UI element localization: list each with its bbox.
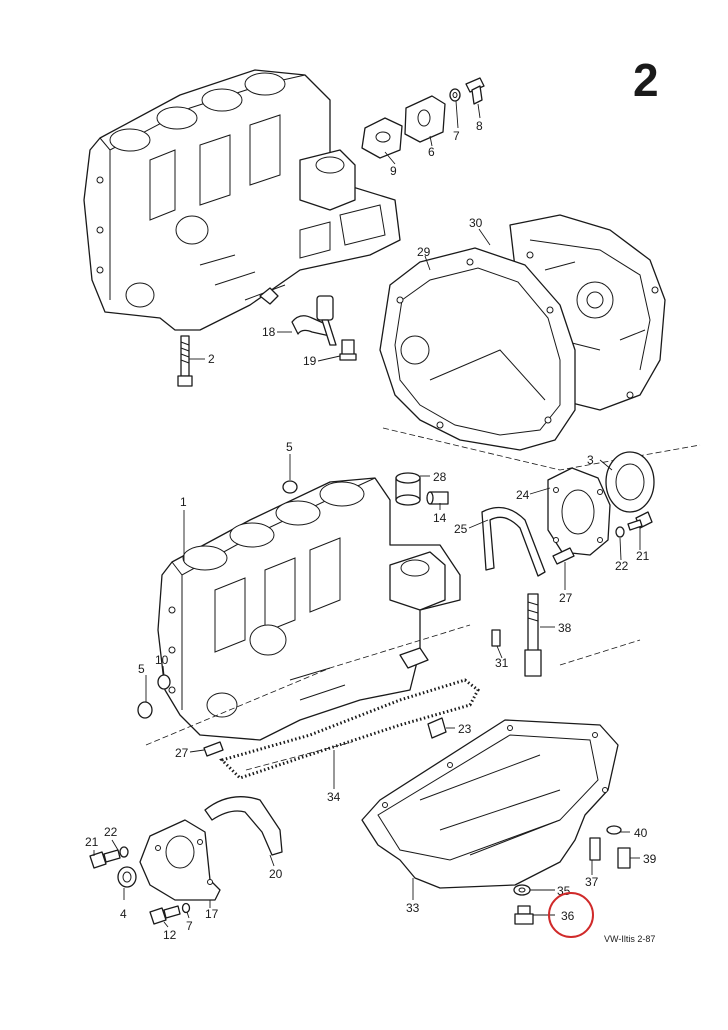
- callout-27-upper: 27: [559, 591, 573, 605]
- bolt-21-lower: [89, 849, 121, 869]
- front-seal-carrier-17: [139, 819, 221, 901]
- plug-23: [427, 717, 447, 739]
- bolt-12: [149, 905, 181, 925]
- callout-7-lower: 7: [186, 919, 193, 933]
- gasket-20: [204, 796, 283, 856]
- callout-6: 6: [428, 145, 435, 159]
- callout-25: 25: [454, 522, 468, 536]
- leader-lines: [93, 100, 641, 928]
- washer-22-lower: [119, 846, 129, 858]
- callout-24: 24: [516, 488, 530, 502]
- callout-22-lower: 22: [104, 825, 118, 839]
- callout-14: 14: [433, 511, 447, 525]
- dowel-pin-27-lower: [203, 741, 224, 757]
- callout-39: 39: [643, 852, 657, 866]
- intermediate-plate-29: [379, 247, 576, 451]
- callout-1: 1: [180, 495, 187, 509]
- stud-31: [491, 629, 501, 647]
- bolt-37: [589, 837, 601, 861]
- stud-38: [524, 593, 542, 677]
- dowel-pin-27-upper: [552, 547, 575, 565]
- bushing-14: [426, 491, 449, 505]
- callout-10: 10: [155, 653, 169, 667]
- callout-22-upper: 22: [615, 559, 629, 573]
- callout-2: 2: [208, 352, 215, 366]
- piston-28: [395, 472, 421, 506]
- washer-7: [449, 88, 461, 102]
- bolt-8: [465, 77, 485, 105]
- plug-5-upper: [282, 480, 298, 494]
- callout-33: 33: [406, 901, 420, 915]
- plug-39: [617, 847, 631, 869]
- callout-37: 37: [585, 875, 599, 889]
- callout-5-upper: 5: [286, 440, 293, 454]
- washer-40: [606, 825, 622, 835]
- callout-31: 31: [495, 656, 509, 670]
- plug-5-lower: [137, 701, 153, 719]
- footer-code: VW-Iltis 2-87: [604, 934, 655, 944]
- callout-17: 17: [205, 907, 219, 921]
- callout-21-upper: 21: [636, 549, 650, 563]
- callout-8: 8: [476, 119, 483, 133]
- plug-10: [157, 674, 171, 690]
- callout-23: 23: [458, 722, 472, 736]
- callout-9: 9: [390, 164, 397, 178]
- callout-19: 19: [303, 354, 317, 368]
- seal-carrier-24: [547, 467, 611, 556]
- callout-4: 4: [120, 907, 127, 921]
- callout-5-lower: 5: [138, 662, 145, 676]
- oil-seal-4: [117, 866, 137, 888]
- callout-21-lower: 21: [85, 835, 99, 849]
- drain-plug-36: [514, 905, 534, 925]
- highlight-circle: [548, 892, 594, 938]
- plug-19: [339, 339, 357, 361]
- oil-pan-gasket-34: [219, 678, 480, 780]
- callout-7: 7: [453, 129, 460, 143]
- callout-27-lower: 27: [175, 746, 189, 760]
- bolt-2: [177, 335, 193, 387]
- washer-7-lower: [181, 902, 191, 914]
- callout-labels: 2 18 19 9 6 7 8 30 29 3 24 25 21 22 27 3…: [85, 119, 657, 942]
- page-number: 2: [633, 54, 659, 106]
- callout-40: 40: [634, 826, 648, 840]
- callout-34: 34: [327, 790, 341, 804]
- gasket-25: [481, 506, 546, 577]
- callout-28: 28: [433, 470, 447, 484]
- oil-pan-33: [361, 719, 619, 889]
- lower-engine-block-1: [157, 477, 461, 741]
- bolt-21-upper: [627, 511, 653, 531]
- callout-3: 3: [587, 453, 594, 467]
- callout-20: 20: [269, 867, 283, 881]
- cover-plate-9-6: [361, 95, 446, 159]
- callout-38: 38: [558, 621, 572, 635]
- upper-engine-block: [83, 69, 401, 331]
- hose-fitting-18: [291, 295, 337, 346]
- washer-22-upper: [615, 526, 625, 538]
- callout-29: 29: [417, 245, 431, 259]
- callout-30: 30: [469, 216, 483, 230]
- callout-35: 35: [557, 884, 571, 898]
- callout-12: 12: [163, 928, 177, 942]
- callout-18: 18: [262, 325, 276, 339]
- callout-36: 36: [561, 909, 575, 923]
- oil-seal-3: [605, 451, 655, 513]
- washer-35: [513, 884, 531, 896]
